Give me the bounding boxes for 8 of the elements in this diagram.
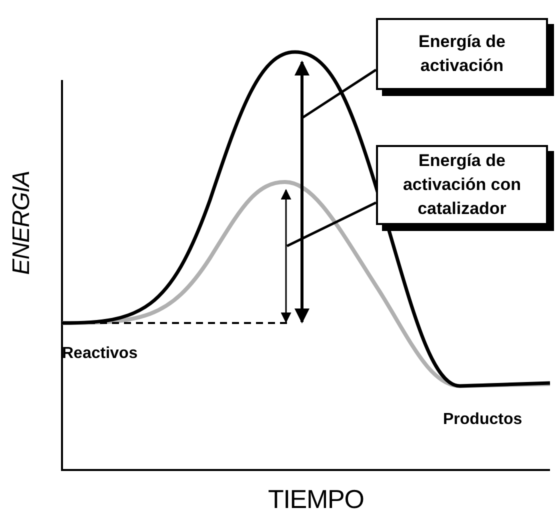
callout-text: Energía de activación: [418, 31, 506, 77]
leader-line: [301, 68, 377, 120]
leader-line: [286, 201, 377, 248]
axis-label: ENERGIA: [7, 170, 36, 277]
curve-label: Productos: [443, 410, 522, 430]
curve-label: Reactivos: [62, 344, 138, 364]
callout-text: Energía de activación con catalizador: [402, 150, 522, 220]
axis-label: TIEMPO: [268, 483, 364, 516]
